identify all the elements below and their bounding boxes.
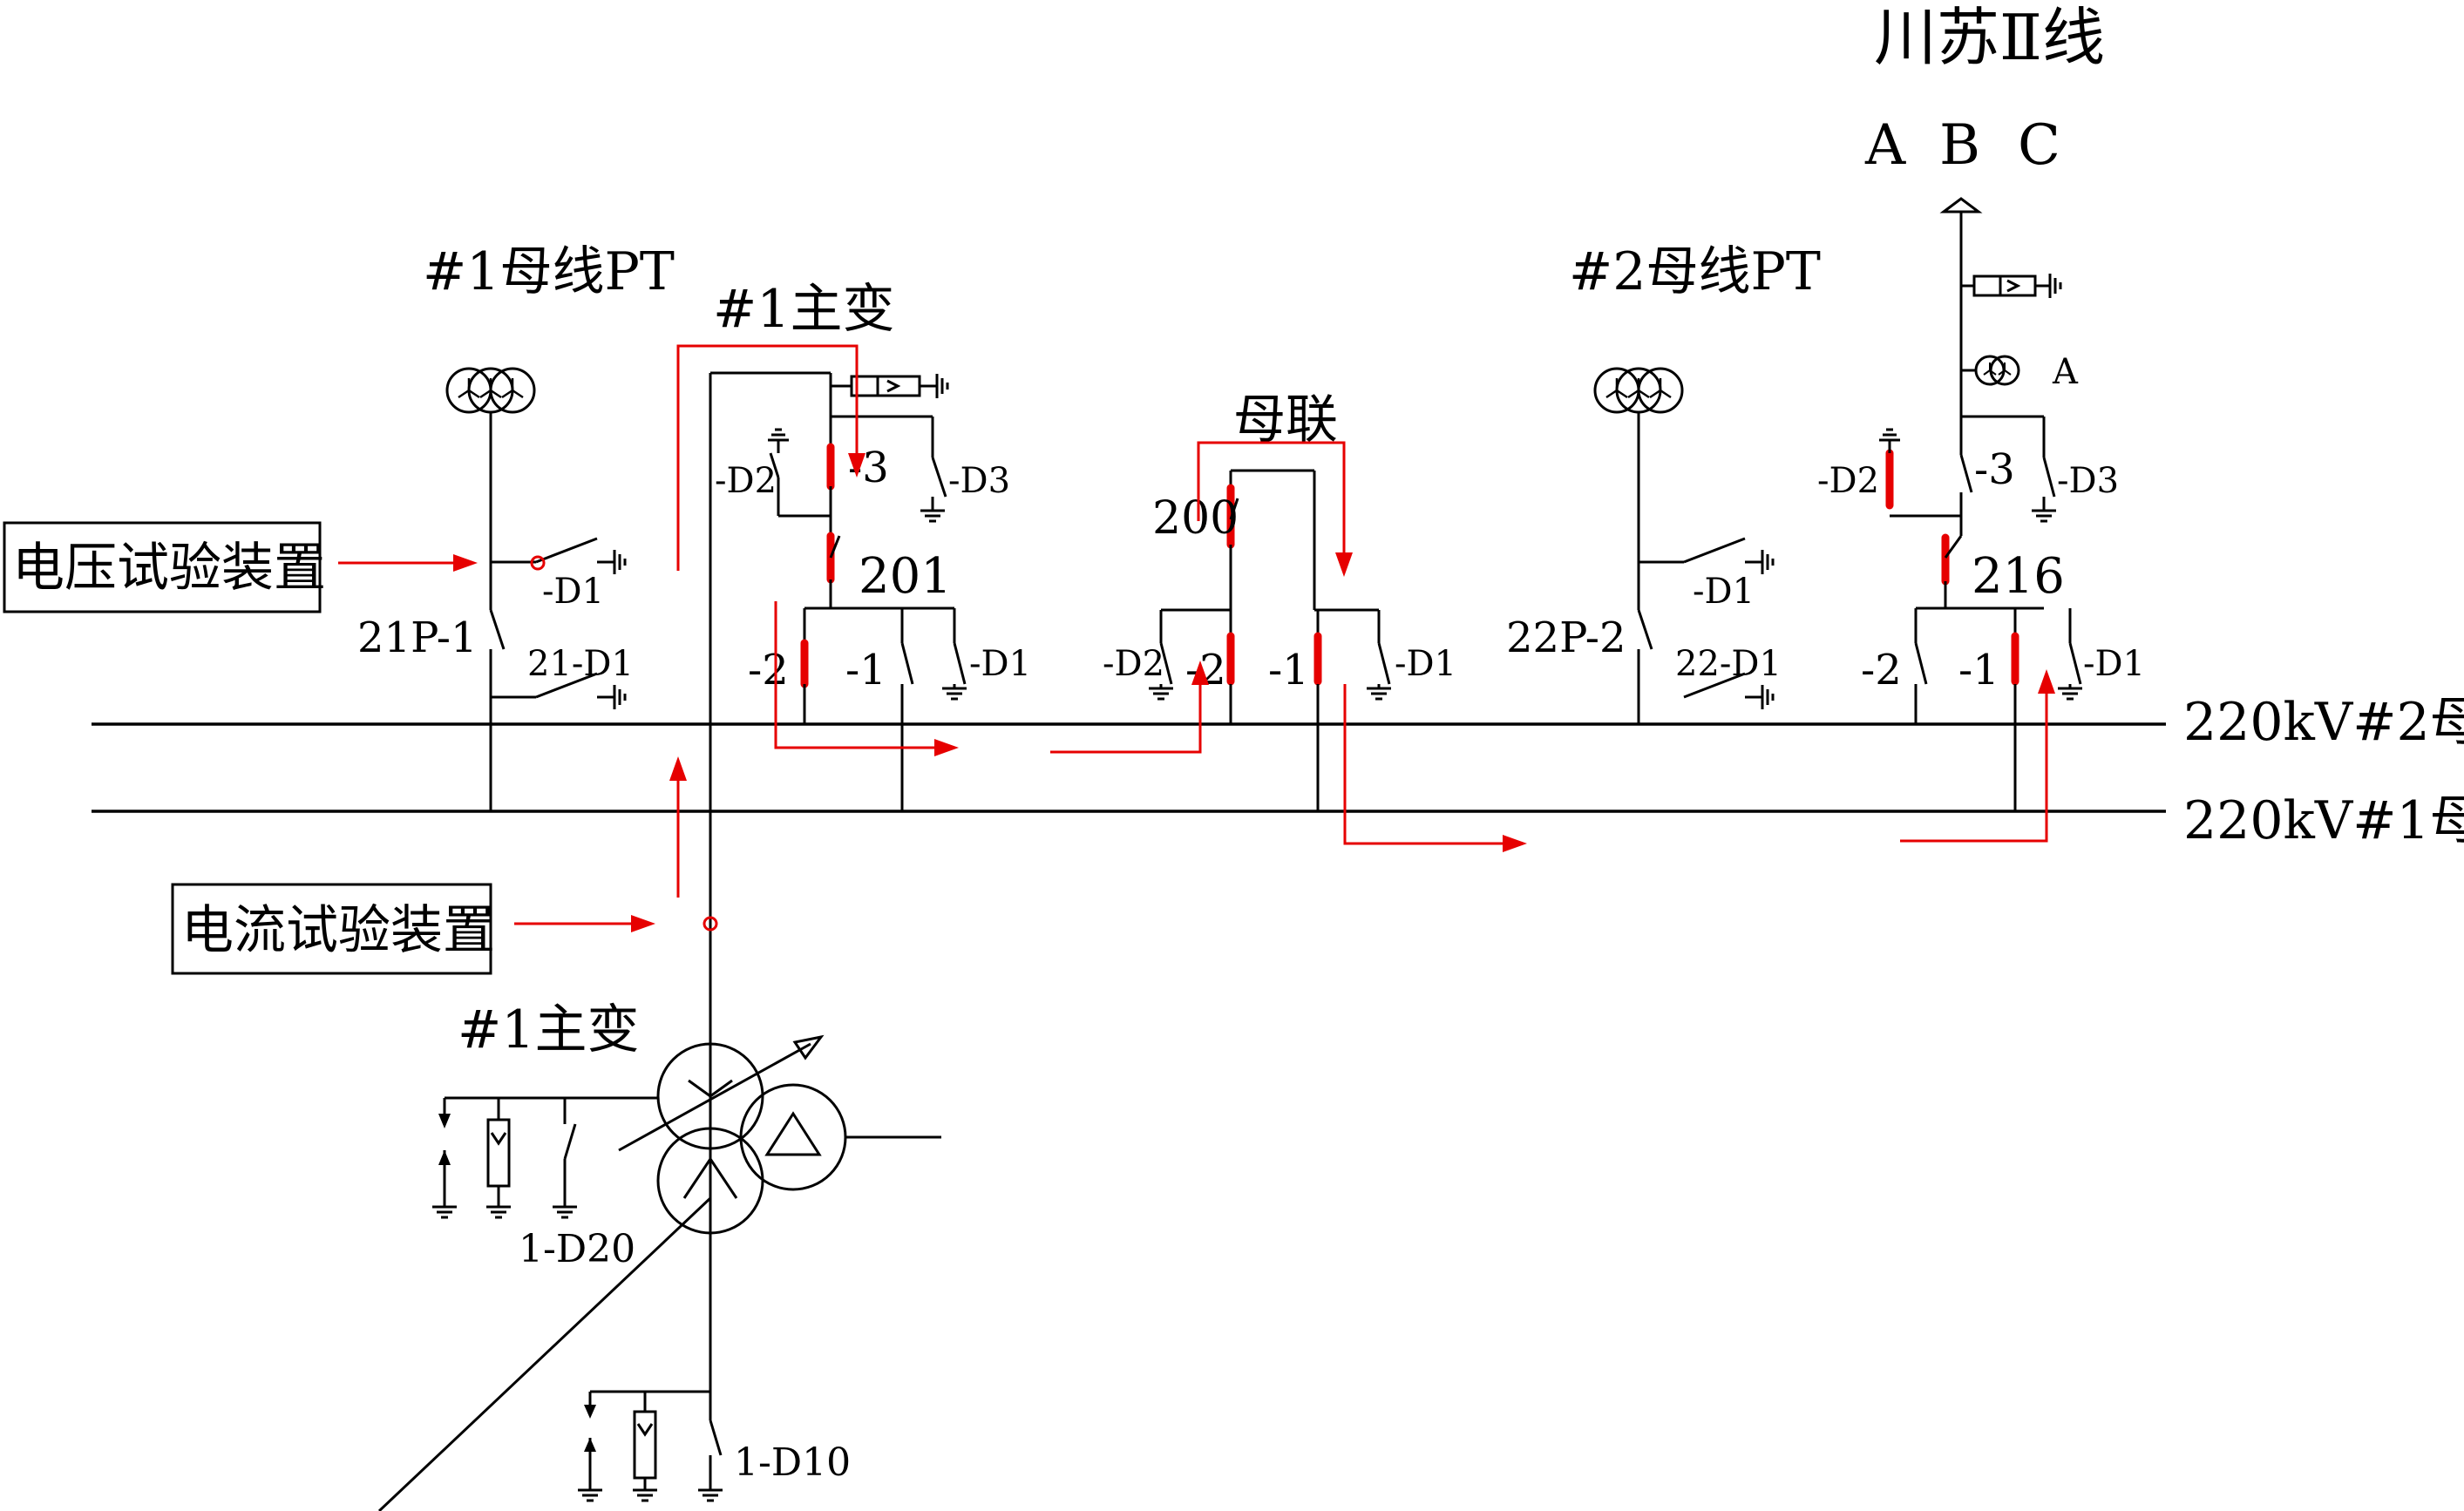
bus2-label: 220kV#2母线 xyxy=(2183,692,2464,753)
bay-201: #1主变 -D3 -3 -D2 201 -2 xyxy=(709,279,1031,1420)
line-exit-arrow-icon xyxy=(1939,197,1983,213)
bay201-breaker-label: 201 xyxy=(859,548,952,605)
bay216-d1-label: -D1 xyxy=(2083,644,2145,684)
bay201-bus-path xyxy=(774,601,937,749)
pt1-d1-label: -D1 xyxy=(542,572,604,612)
voltage-device-label: 电压试验装置 xyxy=(12,538,326,599)
hv-neutral-switch xyxy=(563,1123,577,1160)
bay216-d1-switch xyxy=(2068,642,2082,685)
bay200-d1-label: -D1 xyxy=(1395,644,1456,684)
current-injection-point xyxy=(703,916,718,932)
pt1-earth-switch xyxy=(535,537,598,564)
pt2-d1-label: -D1 xyxy=(1693,572,1755,612)
bay216-line-iso-label: -3 xyxy=(1974,445,2015,494)
tie-title: 母联 xyxy=(1233,390,1338,451)
bay216-pt-phase-label: A xyxy=(2052,352,2079,392)
phase-a-label: A xyxy=(1864,113,1906,178)
bay201-d2-label: -D2 xyxy=(715,461,777,501)
mt1-bay-title: #1主变 xyxy=(713,279,894,340)
bay200-breaker-label: 200 xyxy=(1152,492,1239,545)
bay200-d2-label: -D2 xyxy=(1103,644,1164,684)
bay200-d1-switch xyxy=(1377,642,1391,685)
bay201-d3-switch xyxy=(931,457,947,498)
pt1-iso-label: 21P-1 xyxy=(357,613,478,662)
pt2-transformer-icon xyxy=(1593,367,1684,414)
bay-200: 母联 200 -D2 -2 -1 -D1 xyxy=(1103,390,1456,811)
bay216-bus2-isolator xyxy=(1914,642,1928,685)
pt2-title: #2母线PT xyxy=(1569,241,1821,302)
pt1-transformer-icon xyxy=(445,367,536,414)
bay200-d2-switch xyxy=(1159,642,1173,685)
bus1-label: 220kV#1母线 xyxy=(2183,790,2464,851)
bay201-bus2-iso-label: -2 xyxy=(748,646,789,695)
tap-changer-arrow xyxy=(618,1042,811,1152)
bay200-bus1-iso-label: -1 xyxy=(1268,646,1309,695)
bay216-bus2-iso-label: -2 xyxy=(1861,646,1902,695)
pt2-bus-d1-label: 22-D1 xyxy=(1675,644,1782,684)
bay216-d3-switch xyxy=(2042,457,2056,498)
bay200-bus2-iso-label: -2 xyxy=(1185,646,1226,695)
line-title: 川苏Ⅱ线 xyxy=(1874,1,2105,74)
bay216-d2-label: -D2 xyxy=(1817,461,1879,501)
bay201-d3-label: -D3 xyxy=(948,461,1010,501)
mt1-transformer-title: #1主变 xyxy=(458,999,639,1060)
pt1-title: #1母线PT xyxy=(423,241,675,302)
bay201-bus1-isolator xyxy=(900,642,914,685)
bay200-bus1-path xyxy=(1343,684,1506,845)
hv-neutral-label: 1-D20 xyxy=(519,1227,635,1271)
bay201-voltage-path xyxy=(676,344,859,571)
pt2-iso-label: 22P-2 xyxy=(1506,613,1626,662)
pt2-earth-switch xyxy=(1683,537,1746,564)
current-device-label: 电流试验装置 xyxy=(181,900,495,961)
bay216-surge-arrester xyxy=(1972,274,2002,297)
current-device-box xyxy=(171,883,492,975)
pt2-isolator-blade xyxy=(1637,609,1653,650)
bay216-bus-path xyxy=(1900,688,2048,843)
bay200-bus2-path xyxy=(1050,680,1202,754)
lv-neutral-switch xyxy=(709,1420,723,1456)
pt1-bus-d1-label: 21-D1 xyxy=(527,644,634,684)
lv-neutral-label: 1-D10 xyxy=(734,1440,851,1485)
pt1-isolator-blade xyxy=(489,609,506,650)
bay201-bus1-iso-label: -1 xyxy=(845,646,886,695)
pt1-bay: #1母线PT -D1 21P-1 21-D1 xyxy=(357,241,675,811)
voltage-injection-point xyxy=(530,555,546,571)
bay200-voltage-path xyxy=(1197,441,1346,558)
voltage-device-box xyxy=(3,521,322,613)
bay216-breaker-label: 216 xyxy=(1972,548,2065,605)
phase-b-label: B xyxy=(1939,113,1980,178)
bay201-d2-switch xyxy=(769,452,780,478)
bay216-line-isolator xyxy=(1959,454,1973,493)
phase-c-label: C xyxy=(2018,113,2060,178)
bay216-d3-label: -D3 xyxy=(2057,461,2119,501)
bay201-d1-label: -D1 xyxy=(969,644,1031,684)
main-transformer-1: #1主变 1-D20 xyxy=(377,999,941,1511)
pt2-bay: #2母线PT -D1 22P-2 22-D1 xyxy=(1506,241,1821,724)
bay201-d1-switch xyxy=(953,642,967,685)
bay-216: 川苏Ⅱ线 A B C A -D3 -3 -D2 216 xyxy=(1817,1,2145,811)
bay216-bus1-iso-label: -1 xyxy=(1958,646,1999,695)
